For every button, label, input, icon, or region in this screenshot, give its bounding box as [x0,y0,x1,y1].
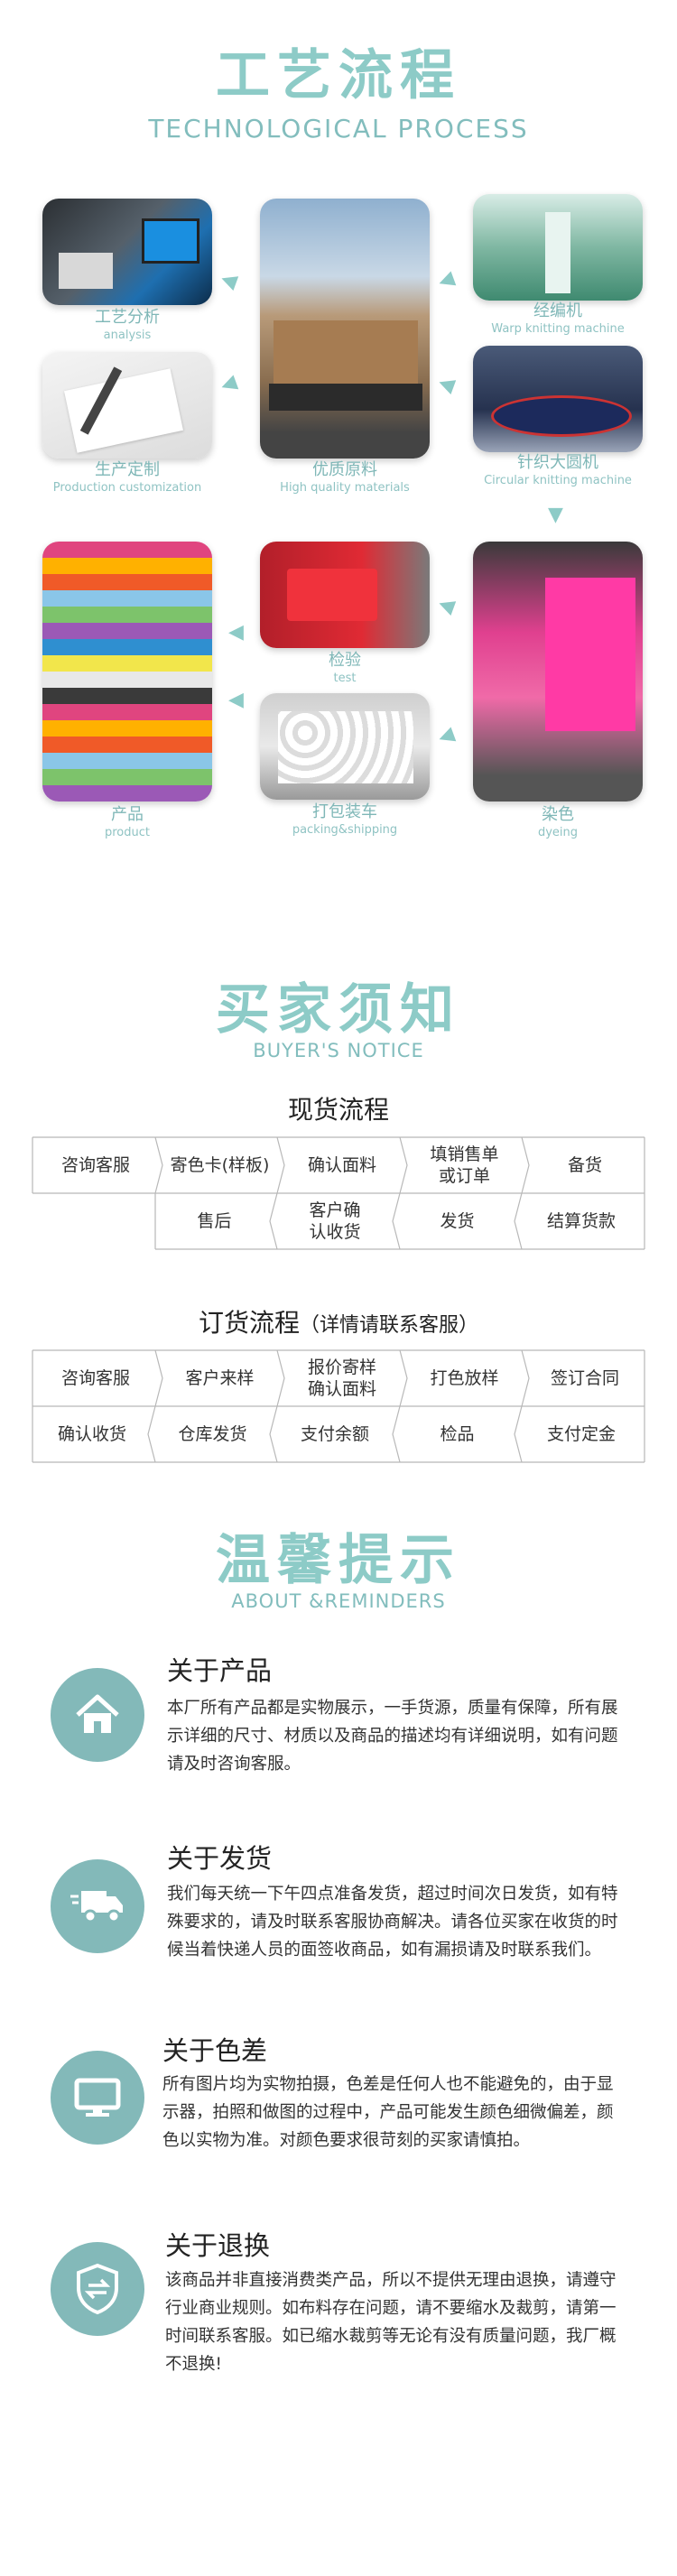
order-flow-title: 订货流程（详情请联系客服） [198,1308,479,1338]
arrow-icon: ◀ [228,621,244,644]
buyer-subtitle: BUYER'S NOTICE [253,1040,424,1061]
notice-return-head: 关于退换 [165,2230,271,2261]
process-subtitle: TECHNOLOGICAL PROCESS [148,114,529,144]
packing-photo [260,693,430,800]
process-title: 工艺流程 [216,44,461,107]
order-flow-note: （详情请联系客服） [300,1314,479,1337]
spot-step-cell: 咨询客服 [60,1155,130,1175]
warp-photo [473,194,643,301]
materials-photo [260,199,430,459]
notice-shipping-head: 关于发货 [167,1843,273,1874]
order-step-cell: 支付定金 [546,1424,616,1444]
spot-step-cell: 寄色卡(样板) [170,1155,270,1175]
spot-step-cell: 客户确 认收货 [309,1200,361,1242]
order-step-cell: 打色放样 [430,1368,499,1388]
order-step-cell: 报价寄样 确认面料 [307,1357,376,1399]
reminders-title: 温馨提示 [216,1529,461,1592]
spot-step-cell: 发货 [440,1211,475,1231]
spot-step-cell: 确认面料 [307,1155,376,1175]
spot-step-cell: 填销售单 或订单 [430,1144,499,1186]
order-step-cell: 检品 [440,1424,475,1444]
test-photo [260,542,430,648]
truck-icon [51,1859,144,1953]
monitor-icon [51,2051,144,2145]
spot-step-cell: 结算货款 [546,1211,616,1231]
order-step-cell: 客户来样 [185,1368,255,1388]
order-step-cell: 支付余额 [300,1424,369,1444]
notice-product-text: 本厂所有产品都是实物展示，一手货源，质量有保障，所有展示详细的尺寸、材质以及商品… [167,1699,618,1774]
order-step-cell: 签订合同 [550,1368,619,1388]
spot-flow-title: 现货流程 [287,1095,389,1125]
production-photo [42,352,212,459]
arrow-icon: ◀ [228,689,244,711]
product-photo [42,542,212,802]
notice-color-head: 关于色差 [162,2035,268,2066]
order-step-cell: 仓库发货 [178,1424,247,1444]
reminders-subtitle: ABOUT &REMINDERS [231,1590,446,1612]
analysis-photo [42,199,212,305]
notice-product-head: 关于产品 [167,1655,273,1686]
notice-color-text: 所有图片均为实物拍摄，色差是任何人也不能避免的，由于显示器，拍照和做图的过程中，… [162,2075,614,2150]
order-step-cell: 确认收货 [57,1424,126,1444]
notice-return-text: 该商品并非直接消费类产品，所以不提供无理由退换，请遵守行业商业规则。如布料存在问… [165,2271,617,2374]
home-icon [51,1668,144,1762]
buyer-title: 买家须知 [216,978,461,1042]
spot-step-cell: 备货 [567,1155,602,1175]
notice-shipping-text: 我们每天统一下午四点准备发货，超过时间次日发货，如有特殊要求的，请及时联系客服协… [167,1885,618,1960]
arrow-down-icon: ▼ [548,504,563,526]
circular-photo [473,346,643,452]
dyeing-photo [473,542,643,802]
order-step-cell: 咨询客服 [60,1368,130,1388]
spot-step-cell: 售后 [197,1211,232,1231]
shield-exchange-icon [51,2242,144,2336]
